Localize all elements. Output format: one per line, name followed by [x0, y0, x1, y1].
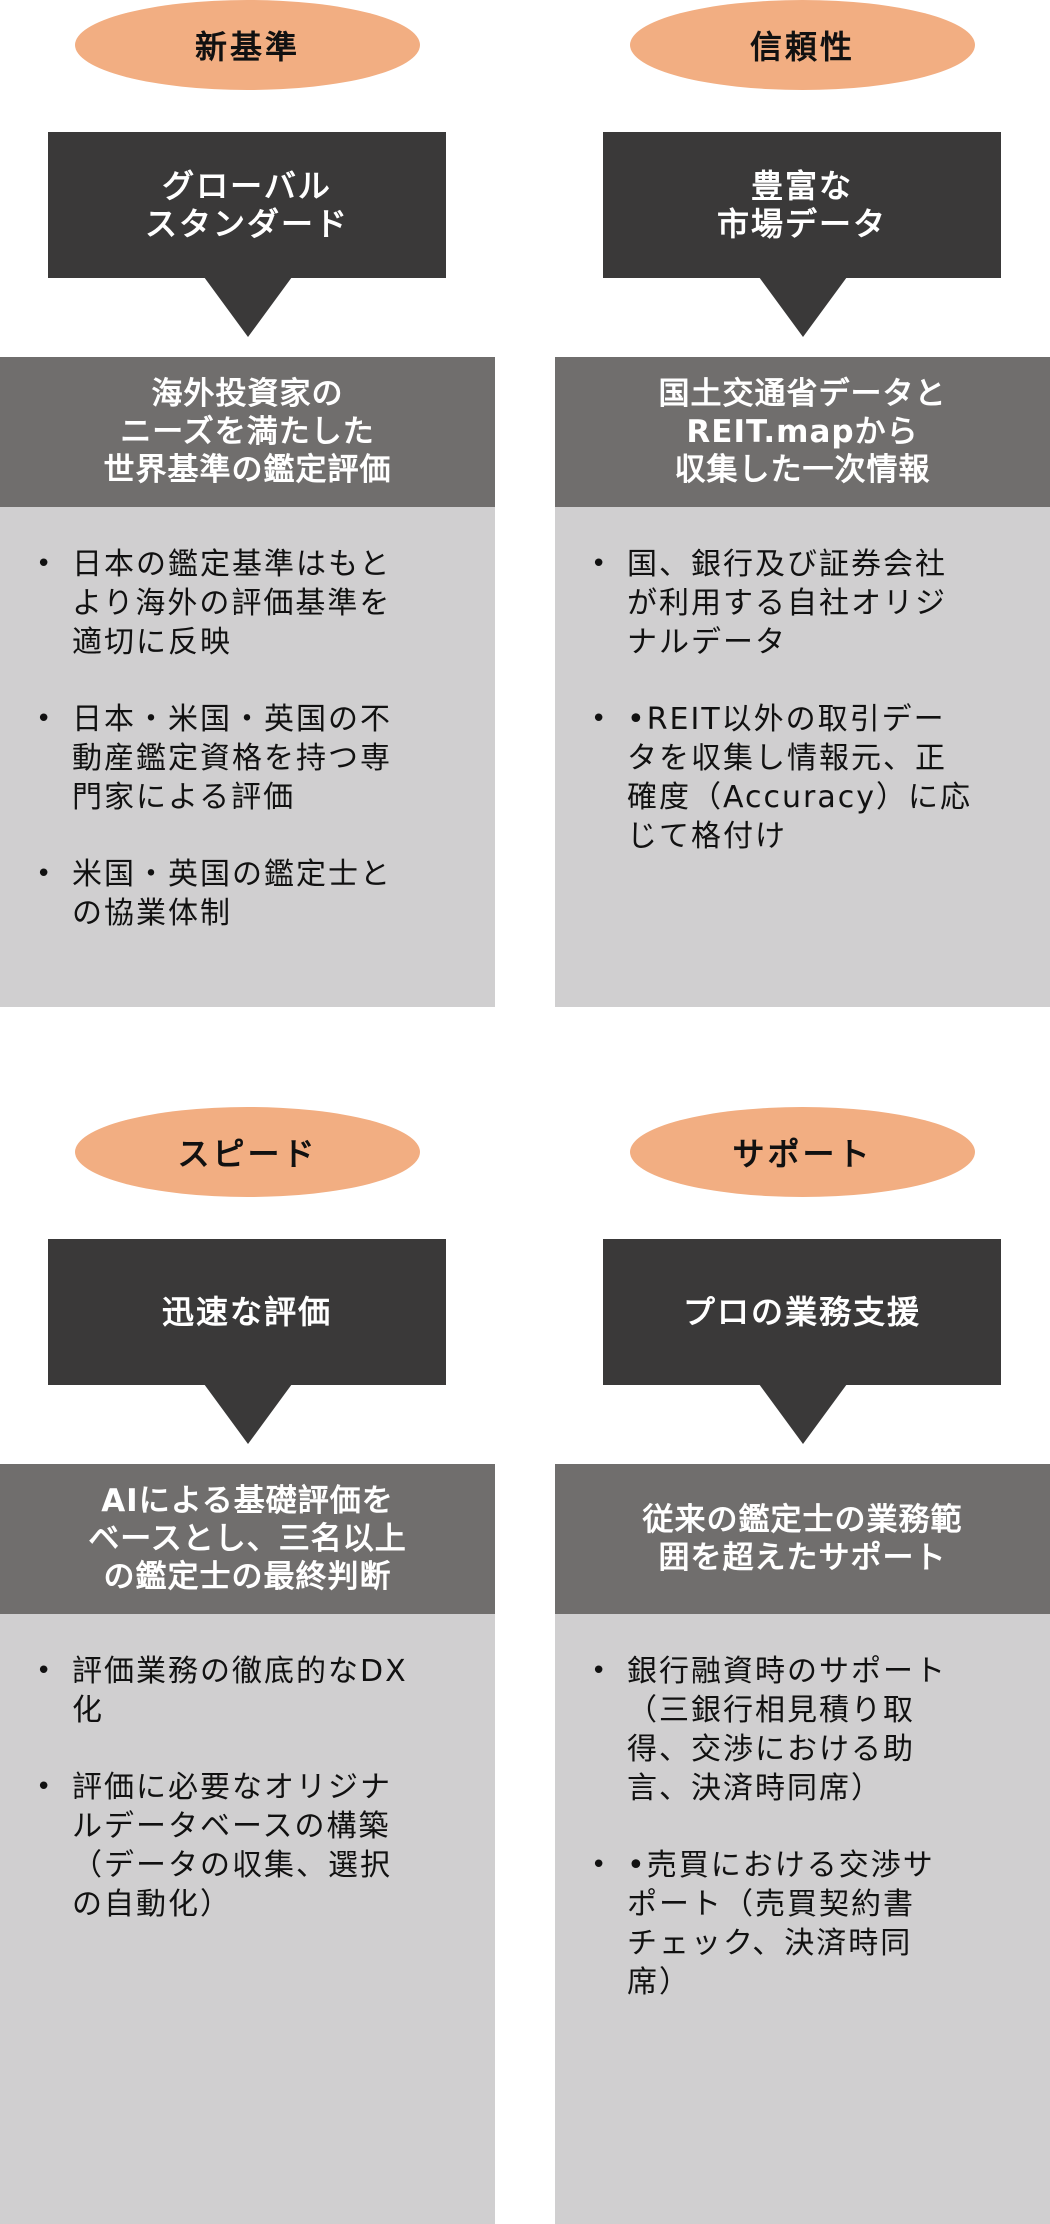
bullet-item: 評価業務の徹底的なDX 化 — [34, 1652, 465, 1730]
tag-label: 信頼性 — [630, 0, 975, 90]
callout-title: プロの業務支援 — [603, 1239, 1001, 1385]
callout-title: 豊富な 市場データ — [603, 132, 1001, 278]
tag-label: サポート — [630, 1107, 975, 1197]
callout-pointer — [759, 1384, 847, 1444]
bullet-list: 国、銀行及び証券会社 が利用する自社オリジ ナルデータ •REIT以外の取引デー… — [589, 545, 1020, 856]
card-body: 日本の鑑定基準はもと より海外の評価基準を 適切に反映 日本・米国・英国の不 動… — [0, 507, 495, 1007]
card-header: 海外投資家の ニーズを満たした 世界基準の鑑定評価 — [0, 357, 495, 507]
callout-pointer — [204, 277, 292, 337]
card-header: AIによる基礎評価を ベースとし、三名以上 の鑑定士の最終判断 — [0, 1464, 495, 1614]
bullet-item: •REIT以外の取引デー タを収集し情報元、正 確度（Accuracy）に応 じ… — [589, 700, 1020, 856]
bullet-item: 米国・英国の鑑定士と の協業体制 — [34, 855, 465, 933]
bullet-list: 評価業務の徹底的なDX 化 評価に必要なオリジナ ルデータベースの構築 （データ… — [34, 1652, 465, 1924]
tag-label: スピード — [75, 1107, 420, 1197]
bullet-list: 銀行融資時のサポート （三銀行相見積り取 得、交渉における助 言、決済時同席） … — [589, 1652, 1020, 2002]
bullet-item: 国、銀行及び証券会社 が利用する自社オリジ ナルデータ — [589, 545, 1020, 662]
card-body: 評価業務の徹底的なDX 化 評価に必要なオリジナ ルデータベースの構築 （データ… — [0, 1614, 495, 2224]
bullet-item: 日本の鑑定基準はもと より海外の評価基準を 適切に反映 — [34, 545, 465, 662]
card-header: 国土交通省データと REIT.mapから 収集した一次情報 — [555, 357, 1050, 507]
bullet-item: 銀行融資時のサポート （三銀行相見積り取 得、交渉における助 言、決済時同席） — [589, 1652, 1020, 1808]
callout-pointer — [204, 1384, 292, 1444]
card-body: 国、銀行及び証券会社 が利用する自社オリジ ナルデータ •REIT以外の取引デー… — [555, 507, 1050, 1007]
callout-title: グローバル スタンダード — [48, 132, 446, 278]
callout-pointer — [759, 277, 847, 337]
bullet-item: 評価に必要なオリジナ ルデータベースの構築 （データの収集、選択 の自動化） — [34, 1768, 465, 1924]
bullet-item: •売買における交渉サ ポート（売買契約書 チェック、決済時同 席） — [589, 1846, 1020, 2002]
card-header: 従来の鑑定士の業務範 囲を超えたサポート — [555, 1464, 1050, 1614]
tag-label: 新基準 — [75, 0, 420, 90]
bullet-list: 日本の鑑定基準はもと より海外の評価基準を 適切に反映 日本・米国・英国の不 動… — [34, 545, 465, 933]
card-body: 銀行融資時のサポート （三銀行相見積り取 得、交渉における助 言、決済時同席） … — [555, 1614, 1050, 2224]
bullet-item: 日本・米国・英国の不 動産鑑定資格を持つ専 門家による評価 — [34, 700, 465, 817]
callout-title: 迅速な評価 — [48, 1239, 446, 1385]
